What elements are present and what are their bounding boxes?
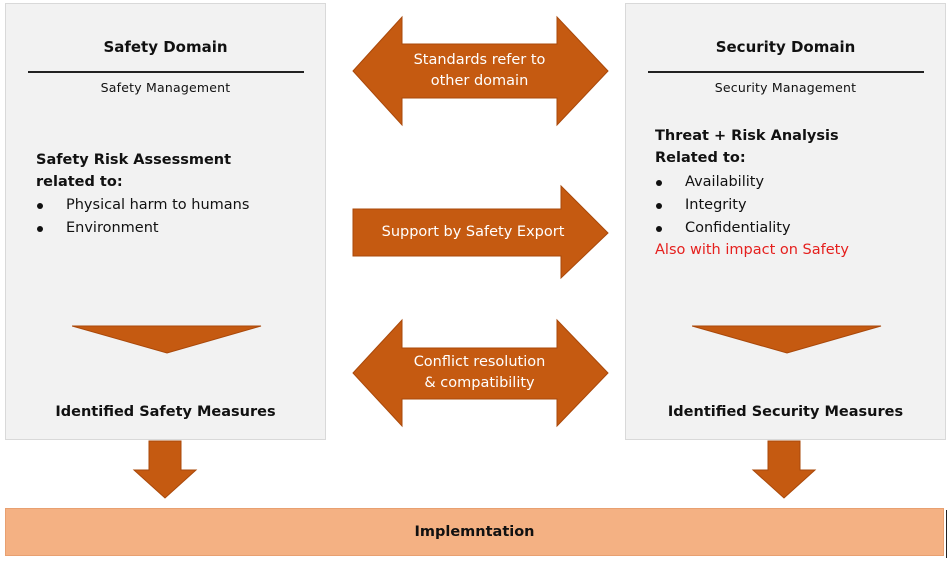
security-domain-title: Security Domain bbox=[715, 38, 856, 56]
conflict-double-arrow bbox=[352, 318, 609, 428]
security-funnel-arrow bbox=[692, 325, 882, 354]
safety-domain-panel: Safety Domain Safety Management Safety R… bbox=[5, 3, 326, 440]
safety-title-divider bbox=[28, 71, 304, 73]
security-bullet-list: Availability Integrity Confidentiality bbox=[655, 171, 791, 240]
standards-double-arrow bbox=[352, 15, 609, 127]
security-bullet-item: Confidentiality bbox=[655, 217, 791, 240]
conflict-label-line1: Conflict resolution bbox=[413, 354, 546, 370]
support-right-arrow bbox=[352, 184, 609, 280]
identified-safety-measures: Identified Safety Measures bbox=[55, 404, 276, 420]
implementation-bar: Implemntation bbox=[5, 508, 944, 556]
security-heading-line2: Related to: bbox=[655, 150, 746, 166]
safety-impact-note: Also with impact on Safety bbox=[655, 242, 849, 258]
identified-security-measures: Identified Security Measures bbox=[667, 404, 904, 420]
security-domain-panel: Security Domain Security Management Thre… bbox=[625, 3, 946, 440]
right-edge-line bbox=[946, 510, 947, 558]
conflict-label-line2: & compatibility bbox=[424, 375, 535, 391]
implementation-label: Implemntation bbox=[414, 524, 535, 540]
security-heading-line1: Threat + Risk Analysis bbox=[655, 128, 839, 144]
standards-label-line2: other domain bbox=[430, 73, 529, 89]
safety-heading-line1: Safety Risk Assessment bbox=[36, 152, 232, 168]
conflict-arrow-label: Conflict resolution & compatibility bbox=[402, 352, 557, 394]
security-management-label: Security Management bbox=[714, 80, 857, 95]
threat-risk-analysis-heading: Threat + Risk Analysis Related to: bbox=[655, 125, 839, 169]
security-bullet-item: Availability bbox=[655, 171, 791, 194]
safety-heading-line2: related to: bbox=[36, 174, 123, 190]
safety-domain-title: Safety Domain bbox=[103, 38, 228, 56]
standards-label-line1: Standards refer to bbox=[413, 52, 546, 68]
support-arrow-label: Support by Safety Export bbox=[381, 224, 565, 240]
safety-bullet-item: Environment bbox=[36, 217, 249, 240]
safety-bullet-list: Physical harm to humans Environment bbox=[36, 194, 249, 240]
security-bullet-item: Integrity bbox=[655, 194, 791, 217]
safety-bullet-item: Physical harm to humans bbox=[36, 194, 249, 217]
safety-down-arrow bbox=[132, 440, 198, 499]
safety-risk-assessment-heading: Safety Risk Assessment related to: bbox=[36, 149, 231, 193]
standards-arrow-label: Standards refer to other domain bbox=[402, 50, 557, 92]
safety-funnel-arrow bbox=[72, 325, 262, 354]
safety-management-label: Safety Management bbox=[100, 80, 231, 95]
security-down-arrow bbox=[751, 440, 817, 499]
security-title-divider bbox=[648, 71, 924, 73]
